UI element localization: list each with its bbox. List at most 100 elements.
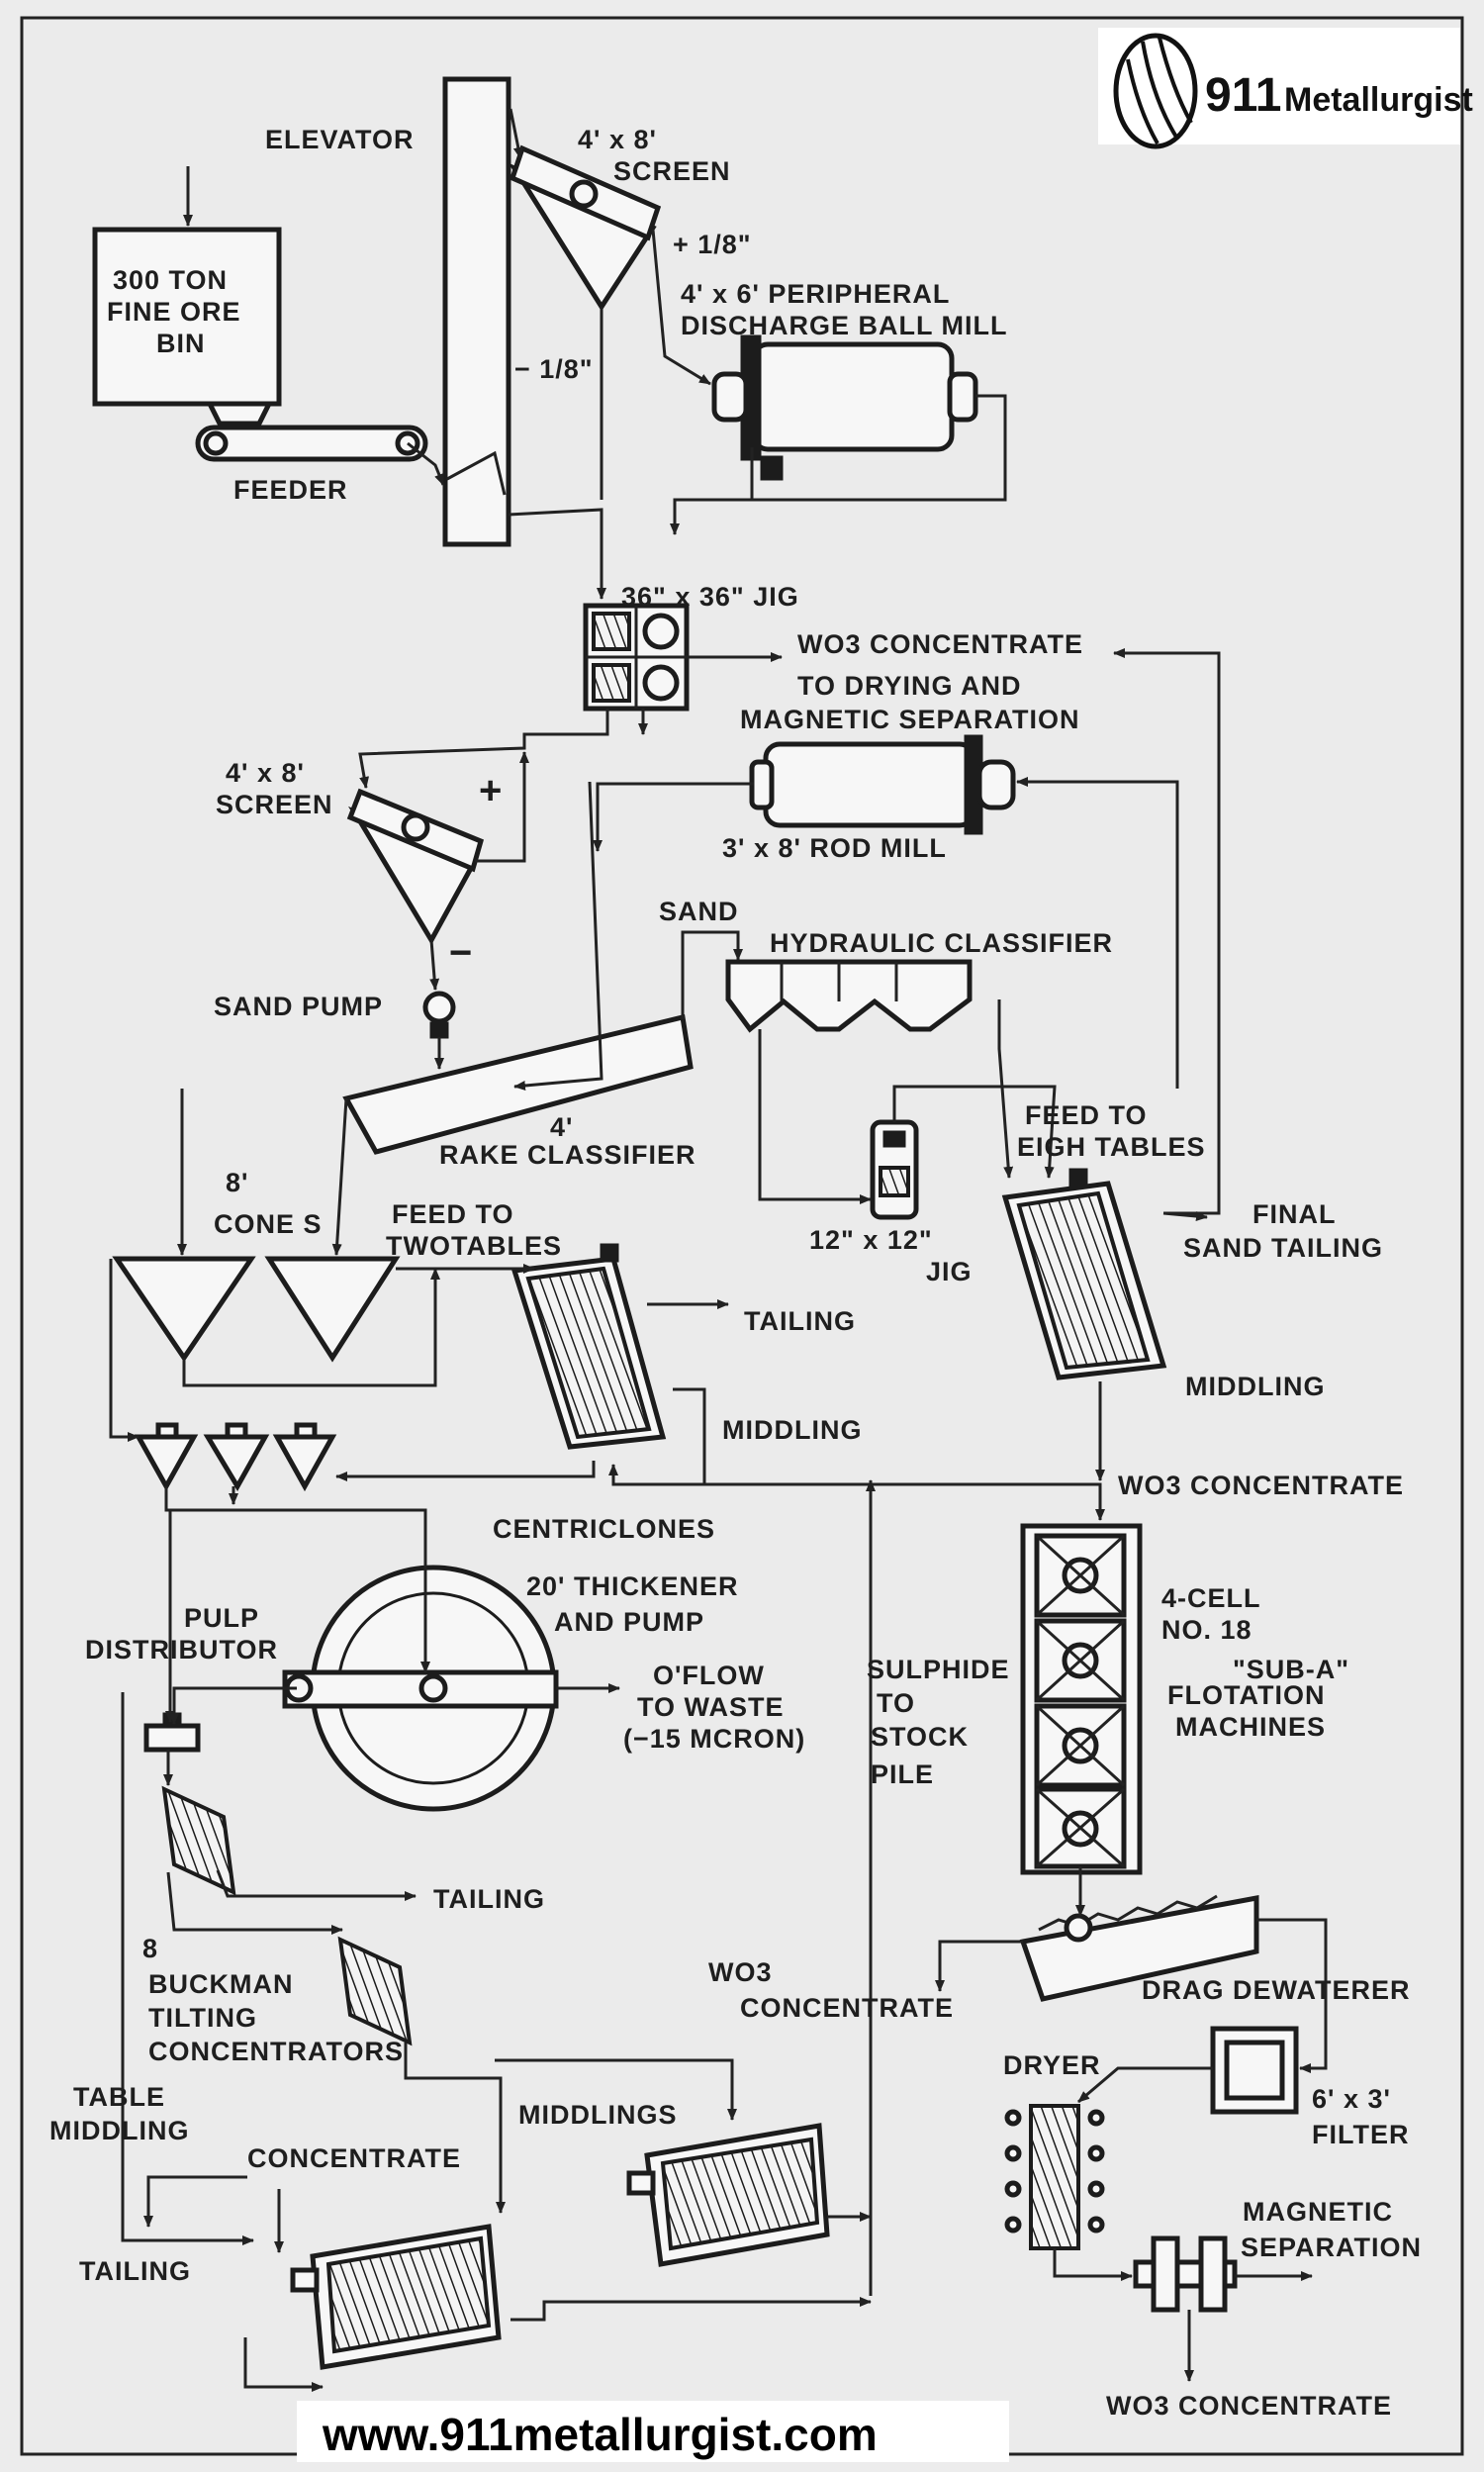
ball-mill bbox=[711, 334, 978, 481]
label-final-1: FINAL bbox=[1252, 1199, 1336, 1229]
label-oflow-2: TO WASTE bbox=[637, 1692, 785, 1722]
label-screen1-size: 4' x 8' bbox=[578, 125, 657, 154]
label-flotation-3: "SUB-A" bbox=[1233, 1655, 1349, 1684]
label-wo3-mid: WO3 CONCENTRATE bbox=[1118, 1471, 1404, 1500]
label-jig12: JIG bbox=[926, 1257, 973, 1286]
label-final-2: SAND TAILING bbox=[1183, 1233, 1383, 1263]
flotation-machines bbox=[1020, 1523, 1143, 1875]
label-pulp-2: DISTRIBUTOR bbox=[85, 1635, 278, 1664]
label-cones: CONE S bbox=[214, 1209, 323, 1239]
label-flotation-5: MACHINES bbox=[1175, 1712, 1326, 1742]
feeder-belt bbox=[195, 425, 428, 462]
label-buckman-4: CONCENTRATORS bbox=[148, 2037, 404, 2066]
logo-number: 911 bbox=[1205, 69, 1281, 122]
label-flotation-1: 4-CELL bbox=[1161, 1583, 1261, 1613]
label-rake-size: 4' bbox=[550, 1112, 573, 1142]
label-thickener-1: 20' THICKENER bbox=[526, 1571, 738, 1601]
labels: ELEVATOR 4' x 8' SCREEN + 1/8" − 1/8" 30… bbox=[49, 125, 1422, 2421]
logo: 911 Metallurgist bbox=[1098, 28, 1473, 149]
dryer bbox=[1004, 2104, 1105, 2250]
label-feed-two-2: TWOTABLES bbox=[386, 1231, 562, 1261]
drag-dewaterer bbox=[1019, 1894, 1259, 2002]
label-tailing-mid: TAILING bbox=[433, 1884, 545, 1914]
label-magsep-1: MAGNETIC bbox=[1243, 2197, 1393, 2227]
label-centriclones: CENTRICLONES bbox=[493, 1514, 715, 1544]
label-ballmill-1: 4' x 6' PERIPHERAL bbox=[681, 279, 950, 309]
label-wo3-dry-3: MAGNETIC SEPARATION bbox=[740, 705, 1080, 734]
label-jig36: 36" x 36" JIG bbox=[621, 582, 799, 612]
website-url: www.911metallurgist.com bbox=[322, 2409, 878, 2460]
screen-2 bbox=[346, 788, 485, 946]
website-footer-bg bbox=[297, 2401, 1009, 2462]
label-screen2-size: 4' x 8' bbox=[226, 758, 305, 788]
label-sulphide-1: SULPHIDE bbox=[867, 1655, 1010, 1684]
label-buckman-1: 8 bbox=[142, 1934, 158, 1963]
label-minus-eighth: − 1/8" bbox=[514, 354, 594, 384]
label-magsep-2: SEPARATION bbox=[1241, 2233, 1422, 2262]
settling-cones bbox=[112, 1256, 401, 1363]
label-cones-size: 8' bbox=[226, 1168, 248, 1197]
label-hydraulic: HYDRAULIC CLASSIFIER bbox=[770, 928, 1113, 958]
label-filter: FILTER bbox=[1312, 2120, 1409, 2149]
label-sand-pump: SAND PUMP bbox=[214, 992, 383, 1021]
label-wo3-low-1: WO3 bbox=[708, 1957, 773, 1987]
thickener bbox=[282, 1565, 559, 1812]
label-wo3-dry-2: TO DRYING AND bbox=[797, 671, 1022, 701]
fine-ore-bin bbox=[92, 227, 282, 407]
logo-name: Metallurgist bbox=[1284, 81, 1473, 119]
centriclones bbox=[134, 1422, 337, 1492]
label-tailing-low: TAILING bbox=[79, 2256, 191, 2286]
bottom-tables bbox=[290, 2123, 830, 2370]
label-wo3-low-2: CONCENTRATE bbox=[740, 1993, 954, 2023]
jig-12 bbox=[870, 1119, 919, 1220]
label-middling-center: MIDDLING bbox=[722, 1415, 862, 1445]
two-tables bbox=[510, 1243, 667, 1450]
label-drag-dewaterer: DRAG DEWATERER bbox=[1142, 1975, 1411, 2005]
label-sulphide-2: TO bbox=[877, 1688, 915, 1718]
label-oflow-3: (−15 MCRON) bbox=[623, 1724, 805, 1754]
label-concentrate: CONCENTRATE bbox=[247, 2143, 461, 2173]
label-wo3-final: WO3 CONCENTRATE bbox=[1106, 2391, 1392, 2421]
label-bin-2: FINE ORE bbox=[107, 297, 241, 327]
label-bin-3: BIN bbox=[156, 329, 206, 358]
label-screen1: SCREEN bbox=[613, 156, 731, 186]
rod-mill bbox=[749, 734, 1016, 835]
sand-pump bbox=[422, 991, 456, 1039]
label-tailing-top: TAILING bbox=[744, 1306, 856, 1336]
label-sand: SAND bbox=[659, 897, 739, 926]
label-middlings: MIDDLINGS bbox=[518, 2100, 678, 2130]
label-wo3-dry-1: WO3 CONCENTRATE bbox=[797, 629, 1083, 659]
label-buckman-3: TILTING bbox=[148, 2003, 257, 2033]
label-flotation-4: FLOTATION bbox=[1167, 1680, 1325, 1710]
label-rake: RAKE CLASSIFIER bbox=[439, 1140, 696, 1170]
label-jig12-size: 12" x 12" bbox=[809, 1225, 933, 1255]
screen-1 bbox=[508, 144, 662, 312]
label-bin-1: 300 TON bbox=[113, 265, 228, 295]
jig-36 bbox=[583, 603, 690, 712]
label-sulphide-4: PILE bbox=[871, 1759, 934, 1789]
label-filter-size: 6' x 3' bbox=[1312, 2084, 1391, 2114]
label-feed-two-1: FEED TO bbox=[392, 1199, 514, 1229]
label-flotation-2: NO. 18 bbox=[1161, 1615, 1252, 1645]
label-middling-right: MIDDLING bbox=[1185, 1372, 1325, 1401]
hydraulic-classifier bbox=[725, 959, 973, 1033]
label-dryer: DRYER bbox=[1003, 2050, 1101, 2080]
label-screen2-minus: − bbox=[449, 931, 473, 975]
label-thickener-2: AND PUMP bbox=[554, 1607, 704, 1637]
filter bbox=[1210, 2026, 1299, 2115]
buckman-concentrators bbox=[161, 1785, 413, 2046]
label-plus-eighth: + 1/8" bbox=[673, 230, 752, 259]
flow-lines bbox=[109, 108, 1328, 2392]
label-table-middling-2: MIDDLING bbox=[49, 2116, 189, 2145]
label-oflow-1: O'FLOW bbox=[653, 1661, 765, 1690]
label-pulp-1: PULP bbox=[184, 1603, 259, 1633]
label-table-middling-1: TABLE bbox=[73, 2082, 165, 2112]
label-feeder: FEEDER bbox=[233, 475, 348, 505]
label-elevator: ELEVATOR bbox=[265, 125, 415, 154]
label-screen2: SCREEN bbox=[216, 790, 333, 819]
label-rodmill: 3' x 8' ROD MILL bbox=[722, 833, 947, 863]
label-sulphide-3: STOCK bbox=[871, 1722, 969, 1752]
label-feed-eight-1: FEED TO bbox=[1025, 1100, 1148, 1130]
